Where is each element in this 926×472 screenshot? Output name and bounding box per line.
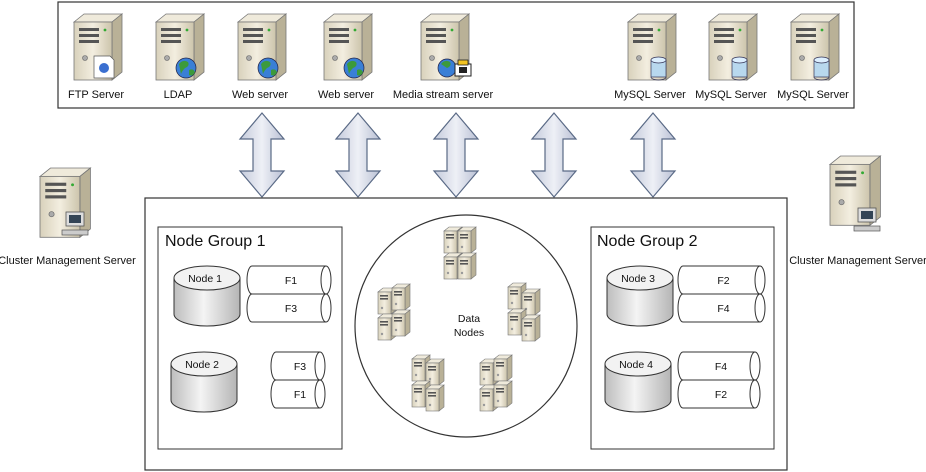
- fragment-tube: F2: [677, 265, 766, 295]
- top-server: LDAP: [155, 13, 205, 101]
- top-server-label: Media stream server: [393, 89, 494, 101]
- top-server-label: FTP Server: [68, 89, 124, 101]
- node-cylinder: [604, 351, 672, 413]
- globe-icon: [175, 57, 197, 79]
- globe-icon: [343, 57, 365, 79]
- fragment-label: F4: [715, 361, 727, 373]
- top-server-label: LDAP: [164, 89, 193, 101]
- fragment-label: F4: [717, 303, 729, 315]
- node-label: Node 1: [188, 273, 222, 285]
- fragment-label: F1: [294, 389, 306, 401]
- top-server: MySQL Server: [695, 13, 767, 101]
- fragment-label: F2: [717, 275, 729, 287]
- top-server: FTP Server: [68, 13, 124, 101]
- top-server: Media stream server: [393, 13, 494, 101]
- data-node-cluster: [411, 354, 445, 412]
- node-group-1-frame: [157, 226, 343, 450]
- fragment-tube: F3: [270, 351, 326, 381]
- database-icon: [731, 56, 748, 81]
- double-arrow: [531, 112, 577, 198]
- node-label: Node 3: [621, 273, 655, 285]
- fragment-tube: F1: [270, 379, 326, 409]
- data-nodes-label-1: Data: [458, 313, 480, 325]
- data-nodes-label-2: Nodes: [454, 327, 484, 339]
- node-group-2-frame: [590, 226, 775, 450]
- database-icon: [813, 56, 830, 81]
- data-node-cluster: [443, 226, 477, 280]
- cluster-mgmt-server-right: Cluster Management Server: [789, 155, 926, 267]
- ftp-icon: [93, 55, 115, 79]
- cluster-mgmt-label-right: Cluster Management Server: [789, 255, 926, 267]
- node-label: Node 4: [619, 359, 653, 371]
- top-server-label: Web server: [232, 89, 288, 101]
- data-nodes-circle: [354, 214, 578, 438]
- media-icon: [437, 58, 472, 78]
- globe-icon: [257, 57, 279, 79]
- top-server: Web server: [232, 13, 288, 101]
- node-cylinder: [170, 351, 238, 413]
- top-server-label: MySQL Server: [777, 89, 849, 101]
- fragment-tube: F4: [677, 293, 766, 323]
- node-group-1-title: Node Group 1: [165, 233, 266, 250]
- fragment-label: F3: [285, 303, 297, 315]
- fragment-tube: F2: [677, 379, 761, 409]
- fragment-label: F3: [294, 361, 306, 373]
- top-server: MySQL Server: [614, 13, 686, 101]
- top-server-label: Web server: [318, 89, 374, 101]
- fragment-tube: F4: [677, 351, 761, 381]
- top-server: MySQL Server: [777, 13, 849, 101]
- fragment-label: F1: [285, 275, 297, 287]
- workstation-icon: [853, 207, 881, 232]
- double-arrow: [630, 112, 676, 198]
- fragment-label: F2: [715, 389, 727, 401]
- fragment-tube: F1: [246, 265, 332, 295]
- cluster-mgmt-label-left: Cluster Management Server: [0, 255, 136, 267]
- top-server: Web server: [318, 13, 374, 101]
- database-icon: [650, 56, 667, 81]
- double-arrow: [239, 112, 285, 198]
- top-server-label: MySQL Server: [614, 89, 686, 101]
- node-cylinder: [173, 265, 241, 327]
- double-arrow: [433, 112, 479, 198]
- top-server-label: MySQL Server: [695, 89, 767, 101]
- data-node-cluster: [507, 282, 541, 342]
- node-label: Node 2: [185, 359, 219, 371]
- node-cylinder: [606, 265, 674, 327]
- workstation-icon: [61, 211, 89, 236]
- server-tower-icon: [39, 167, 91, 238]
- node-group-2-title: Node Group 2: [597, 233, 698, 250]
- fragment-tube: F3: [246, 293, 332, 323]
- double-arrow: [335, 112, 381, 198]
- cluster-mgmt-server-left: Cluster Management Server: [0, 167, 136, 267]
